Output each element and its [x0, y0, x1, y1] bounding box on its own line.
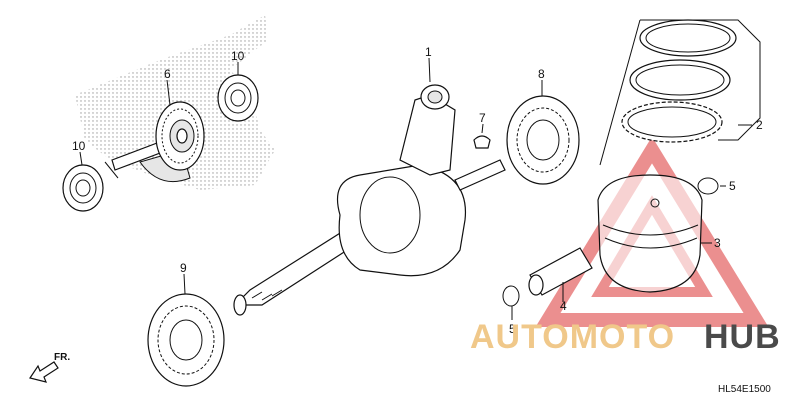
- callout-5-upper: 5: [729, 179, 736, 193]
- callout-6: 6: [164, 67, 171, 81]
- balancer-shaft-6: [104, 101, 205, 182]
- callout-5-lower: 5: [509, 322, 516, 336]
- front-direction-arrow: FR.: [29, 352, 70, 383]
- callout-3: 3: [714, 236, 721, 250]
- watermark-part1: AUTOMOTO: [470, 318, 675, 356]
- piston-pin-4: [528, 247, 593, 296]
- key-7: [473, 135, 491, 149]
- callout-1: 1: [425, 45, 432, 59]
- crankshaft-1: [233, 84, 506, 316]
- clip-5-lower: [502, 285, 520, 307]
- front-label: FR.: [54, 352, 70, 363]
- leader-lines: [79, 19, 761, 320]
- callout-7: 7: [479, 111, 486, 125]
- callout-2: 2: [756, 118, 763, 132]
- callout-9: 9: [180, 261, 187, 275]
- diagram-code: HL54E1500: [718, 384, 771, 395]
- piston-3: [597, 174, 703, 293]
- watermark-text: AUTOMOTO HUB: [470, 318, 781, 356]
- piston-rings-2: [621, 19, 737, 143]
- watermark-part2: HUB: [704, 318, 781, 356]
- callout-8: 8: [538, 67, 545, 81]
- bearing-8: [506, 95, 580, 185]
- callout-4: 4: [560, 299, 567, 313]
- clip-5-upper: [697, 177, 719, 195]
- bearing-10-left: [62, 164, 104, 212]
- bearing-9: [147, 293, 225, 387]
- callout-10-left: 10: [72, 139, 86, 153]
- bearing-10-upper: [217, 74, 259, 122]
- callout-10-upper: 10: [231, 49, 245, 63]
